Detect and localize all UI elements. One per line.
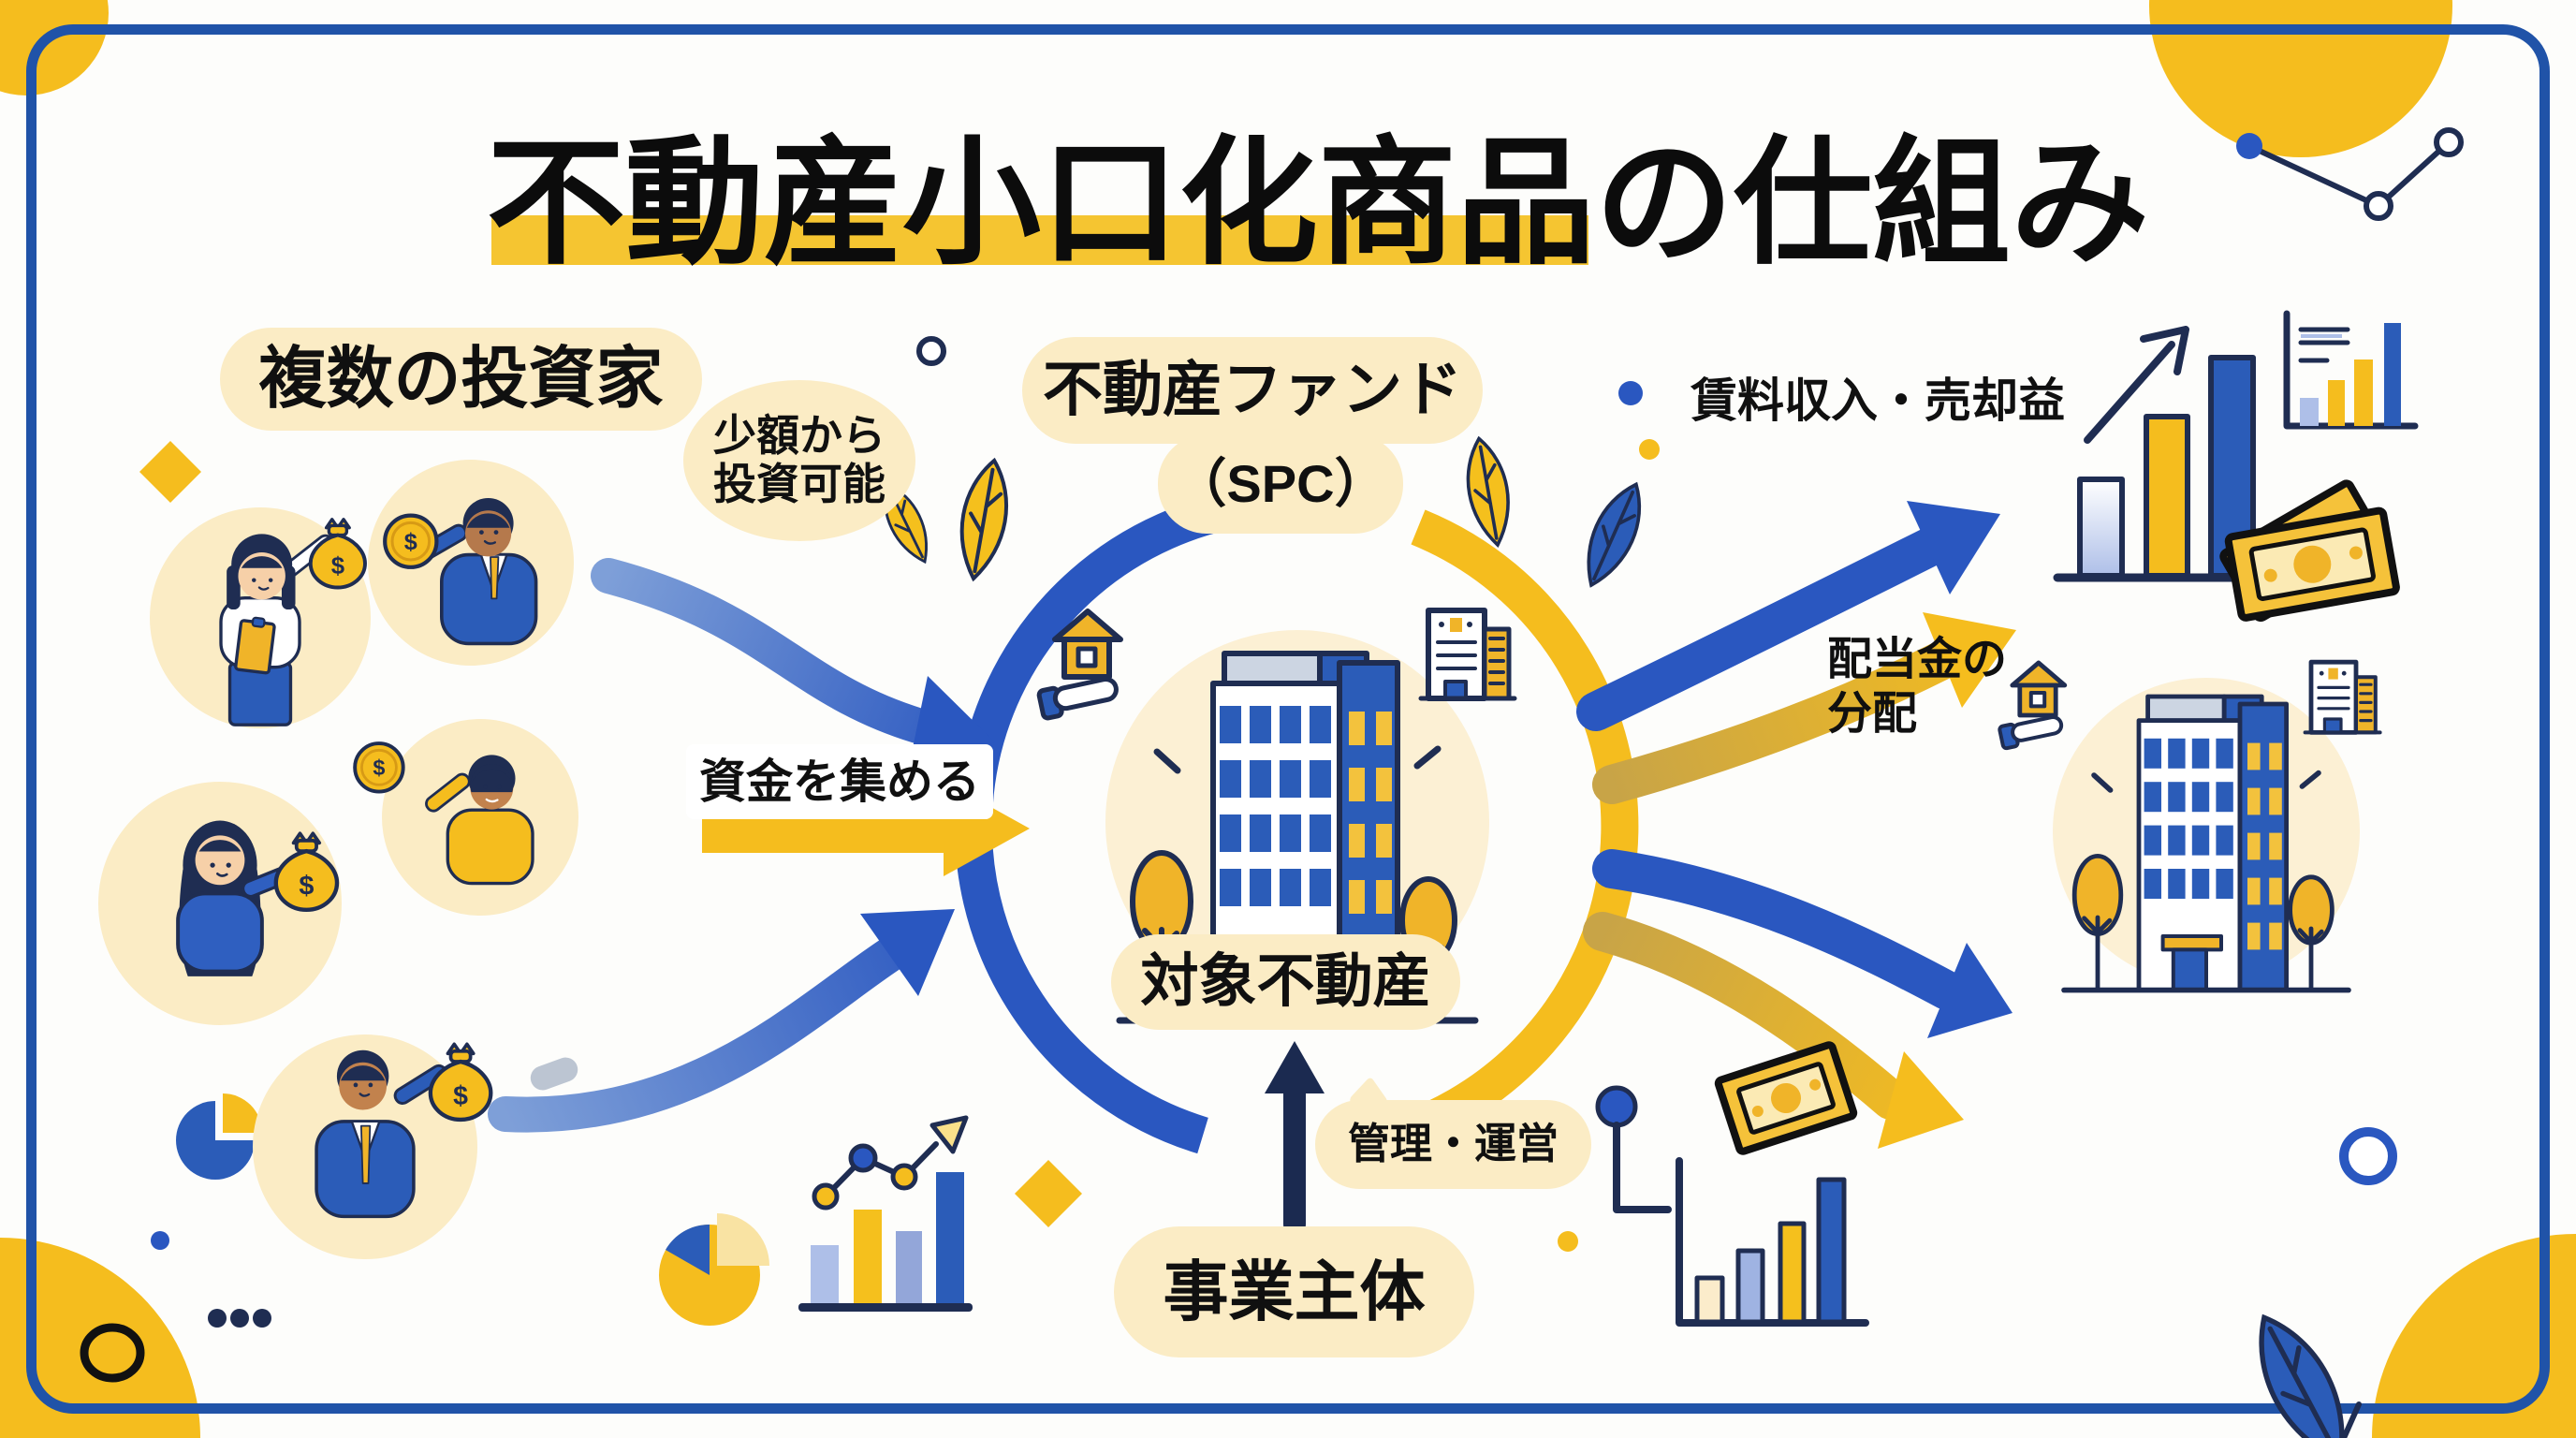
dot-decoration-blue-right [1618, 381, 1643, 405]
dot-decoration-blue [151, 1231, 169, 1250]
small-investment-line2: 投資可能 [713, 460, 886, 508]
ring-decoration-bottom-left [80, 1323, 145, 1383]
arrow-operator-management [1265, 1041, 1325, 1236]
rental-income-label: 賃料収入・売却益 [1690, 374, 2065, 427]
report-chart-decoration [2283, 310, 2419, 430]
bar-chart-decoration-bottom-right [1676, 1157, 1869, 1327]
dividend-line2: 分配 [1827, 688, 1918, 739]
investor-woman-2 [98, 782, 342, 1025]
small-investment-bubble: 少額から 投資可能 [683, 380, 915, 541]
arrow-return-yellow-bottom [1583, 912, 1964, 1149]
money-bills-icon [2219, 479, 2400, 623]
dividend-label: 配当金の 分配 [1827, 633, 2007, 741]
leaf-decoration-corner [2239, 1304, 2365, 1438]
money-bill-icon-bottom [1714, 1041, 1858, 1155]
property-illustration-right [1999, 662, 2380, 990]
small-investment-line1: 少額から [713, 411, 886, 461]
diamond-decoration-left [139, 441, 201, 503]
page-border-frame [26, 24, 2550, 1414]
collect-funds-label: 資金を集める [686, 744, 993, 819]
investor-woman-1 [150, 507, 371, 728]
arrow-return-blue-bottom [1592, 849, 2012, 1038]
arrow-dividend [1592, 612, 2016, 804]
operator-label: 事業主体 [1114, 1226, 1474, 1357]
ring-decoration-bottom-right [2339, 1127, 2397, 1185]
page-title: 不動産小口化商品の仕組み [487, 126, 2149, 281]
investors-label: 複数の投資家 [220, 328, 702, 431]
arrow-invest-bottom [488, 909, 955, 1133]
leaf-decoration-blue [1572, 475, 1656, 595]
dividend-line1: 配当金の [1827, 635, 2008, 684]
management-bubble: 管理・運営 [1315, 1100, 1591, 1189]
investor-man-3 [253, 1034, 490, 1259]
ring-dot-decoration-top [916, 336, 946, 366]
pie-chart-decoration-left [176, 1093, 262, 1180]
dot-decoration-yellow-bottom [1558, 1231, 1578, 1252]
pie-chart-decoration-middle [659, 1213, 769, 1326]
fund-label: 不動産ファンド [1022, 337, 1483, 444]
capsule-decoration [530, 1057, 578, 1091]
line-chart-decoration [2236, 127, 2464, 221]
investor-man-2 [353, 719, 578, 916]
title-highlight [491, 215, 1588, 265]
pin-dot-decoration [1595, 1085, 1672, 1213]
ellipsis-dots-decoration [208, 1309, 271, 1328]
bar-chart-decoration-middle [798, 1115, 973, 1312]
fund-spc-label: （SPC） [1158, 434, 1403, 534]
investor-man-1 [368, 460, 574, 666]
top-right-circle-decoration [2149, 0, 2452, 157]
diamond-decoration-middle [1015, 1160, 1082, 1227]
dot-decoration-yellow-right [1639, 439, 1660, 460]
leaf-decoration [950, 455, 1017, 584]
arrow-rental-income [1576, 501, 2000, 731]
target-property-label: 対象不動産 [1111, 934, 1460, 1030]
